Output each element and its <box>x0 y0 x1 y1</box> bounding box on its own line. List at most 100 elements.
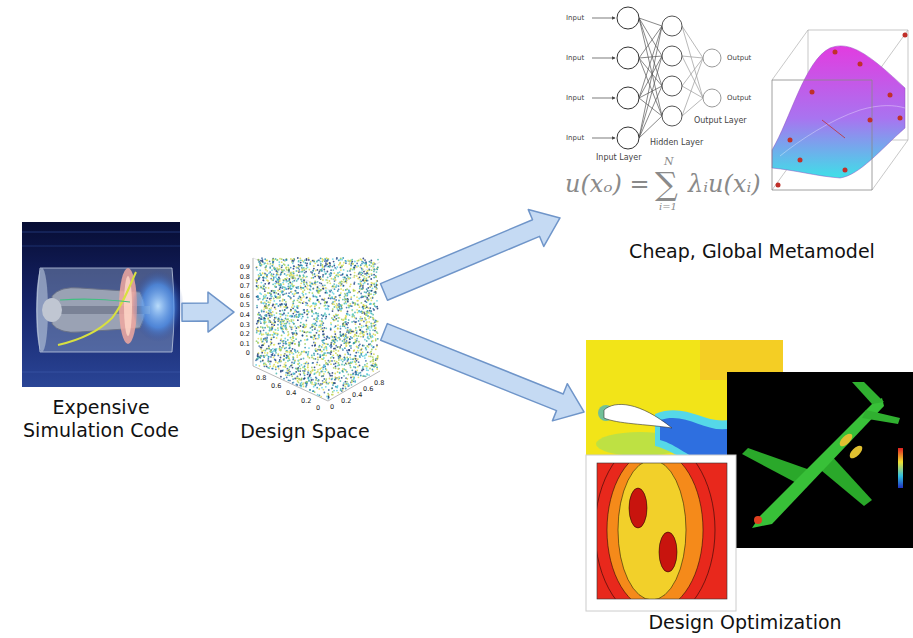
sample-point <box>309 374 311 376</box>
sample-point <box>275 366 277 368</box>
sample-point <box>296 332 298 334</box>
sample-point <box>322 276 324 278</box>
sample-point <box>333 272 335 274</box>
sample-point <box>335 299 337 301</box>
sample-point <box>299 374 301 376</box>
sample-point <box>268 310 270 312</box>
sample-point <box>298 327 300 329</box>
design-space-plot-part <box>253 258 330 290</box>
sample-point <box>350 362 352 364</box>
sample-point <box>343 385 345 387</box>
sample-point <box>264 318 266 320</box>
sample-point <box>315 358 317 360</box>
sample-point <box>342 324 344 326</box>
sample-point <box>367 366 369 368</box>
sample-point <box>310 336 312 338</box>
sample-point <box>271 354 273 356</box>
sample-point <box>349 338 351 340</box>
sample-point <box>293 258 295 260</box>
sample-point <box>263 322 265 324</box>
sample-point <box>280 326 282 328</box>
sample-point <box>373 271 375 273</box>
sample-point <box>322 322 324 324</box>
sample-point <box>377 357 379 359</box>
sample-point <box>374 334 376 336</box>
sample-point <box>337 328 339 330</box>
sample-point <box>361 296 363 298</box>
sample-point <box>266 260 268 262</box>
sample-point <box>263 350 265 352</box>
sample-point <box>280 274 282 276</box>
sample-point <box>255 359 257 361</box>
sample-point <box>322 259 324 261</box>
sample-point <box>314 345 316 347</box>
sample-point <box>271 265 273 267</box>
sample-point <box>352 361 354 363</box>
sample-point <box>329 378 331 380</box>
sample-point <box>290 276 292 278</box>
sample-point <box>321 320 323 322</box>
sample-point <box>296 384 298 386</box>
sample-point <box>357 374 359 376</box>
sample-point <box>256 340 258 342</box>
sample-point <box>375 276 377 278</box>
sample-point <box>313 337 315 339</box>
sample-point <box>261 347 263 349</box>
sample-point <box>263 333 265 335</box>
sample-point <box>315 348 317 350</box>
sample-point <box>347 270 349 272</box>
sample-point <box>297 307 299 309</box>
sample-point <box>328 389 330 391</box>
sample-point <box>274 354 276 356</box>
sample-point <box>365 349 367 351</box>
sample-point <box>310 327 312 329</box>
sample-point <box>265 339 267 341</box>
sample-point <box>340 359 342 361</box>
sample-point <box>301 351 303 353</box>
sample-point <box>311 362 313 364</box>
sample-point <box>323 357 325 359</box>
sample-point <box>349 314 351 316</box>
sample-point <box>374 286 376 288</box>
sample-point <box>340 310 342 312</box>
sample-point <box>347 336 349 338</box>
sample-point <box>261 310 263 312</box>
sample-point <box>327 343 329 345</box>
sample-point <box>357 366 359 368</box>
sample-point <box>338 295 340 297</box>
sample-point <box>271 290 273 292</box>
sample-point <box>348 331 350 333</box>
sample-point <box>340 292 342 294</box>
sample-point <box>288 269 290 271</box>
sample-point <box>262 344 264 346</box>
sample-point <box>293 323 295 325</box>
sample-point <box>306 335 308 337</box>
sample-point <box>348 263 350 265</box>
sample-point <box>306 282 308 284</box>
sample-point <box>350 377 352 379</box>
sample-point <box>290 350 292 352</box>
sample-point <box>273 355 275 357</box>
sample-point <box>264 283 266 285</box>
sample-point <box>280 273 282 275</box>
sample-point <box>341 281 343 283</box>
sample-point <box>346 307 348 309</box>
sample-point <box>330 272 332 274</box>
sample-point <box>277 333 279 335</box>
sample-point <box>302 260 304 262</box>
sample-point <box>308 331 310 333</box>
sample-point <box>369 264 371 266</box>
sample-point <box>345 301 347 303</box>
sample-point <box>300 271 302 273</box>
sample-point <box>352 358 354 360</box>
sample-point <box>322 380 324 382</box>
sample-point <box>299 258 301 260</box>
sample-point <box>349 286 351 288</box>
sample-point <box>371 290 373 292</box>
sample-point <box>322 266 324 268</box>
sample-point <box>293 357 295 359</box>
sample-point <box>266 307 268 309</box>
sample-point <box>364 273 366 275</box>
jet-engine-render-part <box>22 372 180 373</box>
jet-engine-render-part <box>132 270 184 342</box>
